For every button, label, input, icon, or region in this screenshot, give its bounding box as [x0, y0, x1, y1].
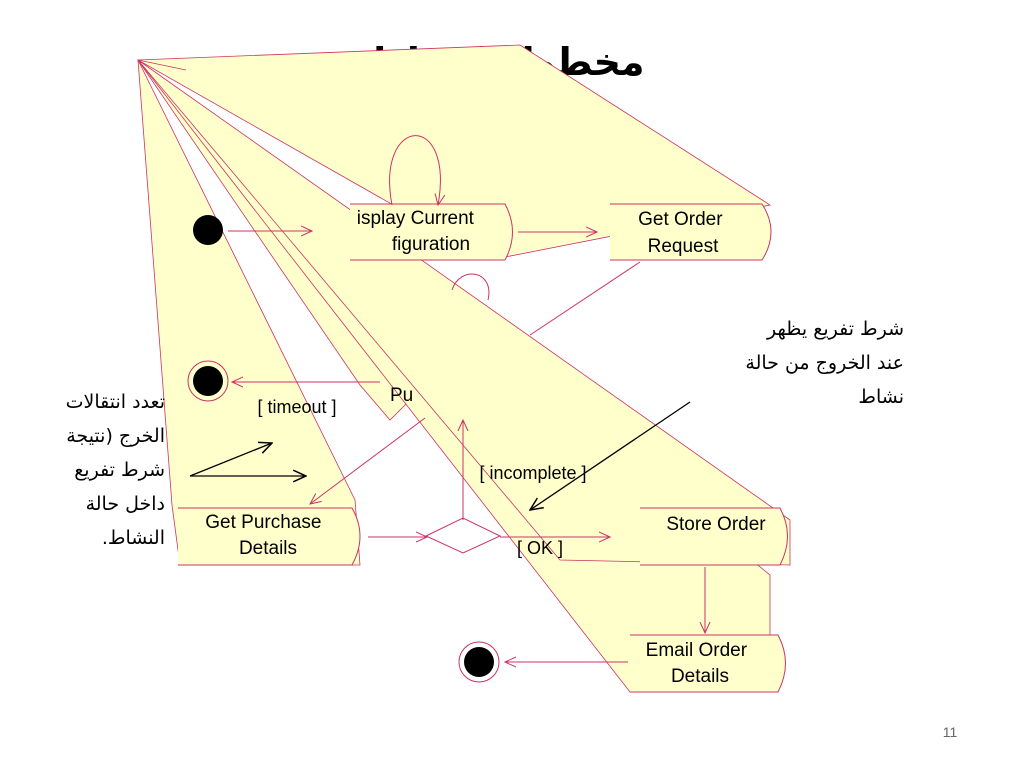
activity-email-order-details-shape — [630, 634, 786, 693]
final-node-end — [458, 641, 500, 683]
guard-ok: [ OK ] — [517, 538, 563, 558]
note-line: عند الخروج من حالة — [745, 352, 904, 374]
initial-node — [193, 215, 223, 245]
transitions — [228, 231, 705, 662]
transition-order-to-purchase — [529, 261, 641, 336]
note-line: نشاط — [858, 386, 904, 408]
callout-connector — [137, 59, 187, 71]
self-loop-purchase — [451, 273, 490, 301]
activity-get-order-request-shape — [610, 203, 772, 261]
note-line: النشاط. — [101, 527, 165, 549]
activity-purchase-label: Pu — [390, 385, 413, 406]
guard-timeout: [ timeout ] — [257, 397, 336, 417]
guard-incomplete: [ incomplete ] — [479, 463, 586, 483]
activity-email-order-details-label: Email Order Details — [646, 640, 753, 687]
activity-display-config-shape — [350, 203, 513, 261]
activity-display-config-label: isplay Current figuration — [357, 208, 480, 255]
note-line: شرط تفريع — [74, 459, 165, 481]
activity-get-order-request-label: Get Order Request — [638, 209, 728, 257]
activity-get-purchase-details-shape — [178, 507, 361, 566]
self-loop-display-config — [389, 135, 441, 205]
transition-purchase-to-details — [310, 417, 426, 504]
note-line: تعدد انتقالات — [65, 391, 165, 413]
note-branch-condition: شرط تفريع يظهر عند الخروج من حالة نشاط — [690, 312, 904, 414]
activity-store-order-label: Store Order — [666, 514, 766, 535]
note-arrow-branch — [530, 401, 691, 510]
activity-store-order-shape — [640, 507, 788, 566]
note-line: شرط تفريع يظهر — [767, 318, 904, 340]
final-node-timeout — [187, 360, 229, 402]
note-line: داخل حالة — [85, 493, 165, 515]
decision-diamond — [424, 517, 502, 554]
callout-wedges — [136, 44, 791, 693]
note-multiple-exits: تعدد انتقالات الخرج (نتيجة شرط تفريع داخ… — [25, 385, 165, 555]
page-number: 11 — [942, 724, 958, 740]
annotation-arrows — [189, 401, 691, 510]
note-arrow-exit-1 — [189, 443, 272, 477]
activity-get-purchase-details-label: Get Purchase Details — [205, 512, 326, 559]
note-line: الخرج (نتيجة — [66, 425, 165, 447]
callout-wedge — [137, 59, 791, 566]
